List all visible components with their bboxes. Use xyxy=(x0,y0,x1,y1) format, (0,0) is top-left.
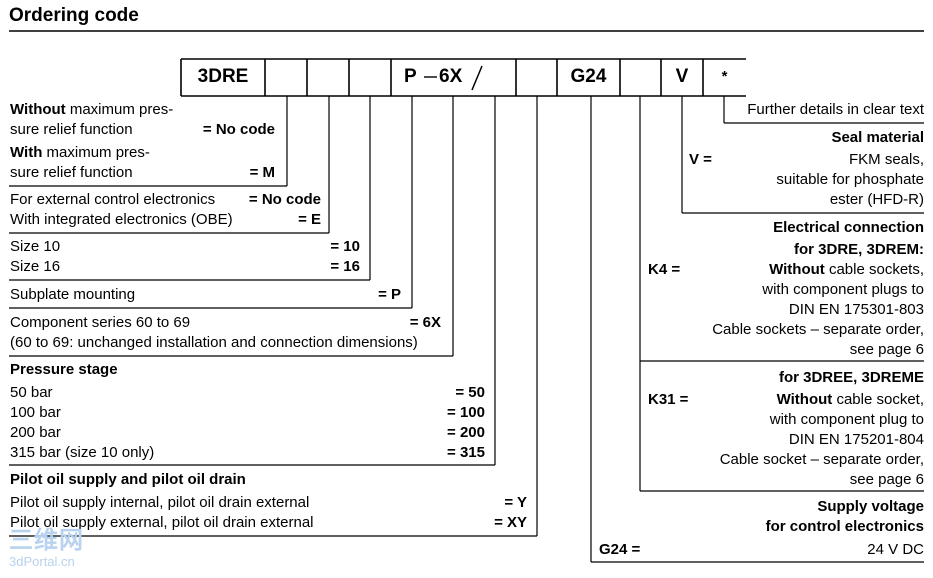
electrical-k4-key: K4 = xyxy=(648,261,681,278)
pressure-100-value: = 100 xyxy=(447,404,485,421)
electrical-k4-line2: with component plugs to xyxy=(762,281,924,298)
pressure-315-label: 315 bar (size 10 only) xyxy=(10,444,155,461)
electrical-k31-line1: Without cable socket, xyxy=(776,391,924,408)
pressure-200-value: = 200 xyxy=(447,424,485,441)
relief-without-value: = No code xyxy=(202,121,275,138)
pilot-xy-value: = XY xyxy=(494,514,527,531)
pressure-50-label: 50 bar xyxy=(10,384,53,401)
pilot-heading: Pilot oil supply and pilot oil drain xyxy=(10,471,246,488)
electrical-k4-line1: Without cable sockets, xyxy=(769,261,924,278)
relief-without-line1: Without maximum pres- xyxy=(10,101,174,118)
electronics-integrated-label: With integrated electronics (OBE) xyxy=(10,211,233,228)
relief-with-line2: sure relief function xyxy=(10,164,133,181)
pilot-xy-label: Pilot oil supply external, pilot oil dra… xyxy=(10,514,314,531)
size-16-value: = 16 xyxy=(330,258,360,275)
code-seal-material: V xyxy=(675,66,689,87)
supply-key: G24 = xyxy=(599,541,641,558)
series-value: = 6X xyxy=(409,314,441,331)
electrical-subheading-3dree: for 3DREE, 3DREME xyxy=(778,369,924,386)
subplate-value: = P xyxy=(378,286,401,303)
electrical-k31-line3: DIN EN 175201-804 xyxy=(788,431,924,448)
electrical-k4-line4: Cable sockets – separate order, xyxy=(712,321,924,338)
seal-line3: ester (HFD-R) xyxy=(829,191,924,208)
electrical-k31-key: K31 = xyxy=(648,391,689,408)
relief-without-line2: sure relief function xyxy=(10,121,133,138)
code-supply-voltage: G24 xyxy=(570,66,607,87)
relief-with-value: = M xyxy=(249,164,275,181)
pressure-50-value: = 50 xyxy=(455,384,485,401)
subplate-label: Subplate mounting xyxy=(10,286,136,303)
electronics-integrated-value: = E xyxy=(298,211,321,228)
size-16-label: Size 16 xyxy=(10,258,61,275)
size-10-label: Size 10 xyxy=(10,238,61,255)
further-details-label: Further details in clear text xyxy=(747,101,924,118)
size-10-value: = 10 xyxy=(330,238,360,255)
electrical-subheading-3dre: for 3DRE, 3DREM: xyxy=(793,241,924,258)
code-further-details: * xyxy=(721,68,728,85)
electronics-external-label: For external control electronics xyxy=(10,191,216,208)
electrical-k4-line3: DIN EN 175301-803 xyxy=(788,301,924,318)
electrical-k31-line2: with component plug to xyxy=(769,411,924,428)
electrical-k31-line5: see page 6 xyxy=(849,471,924,488)
seal-line2: suitable for phosphate xyxy=(776,171,924,188)
electrical-k31-line4: Cable socket – separate order, xyxy=(719,451,924,468)
supply-value: 24 V DC xyxy=(867,541,924,558)
seal-line1: FKM seals, xyxy=(848,151,924,168)
supply-subheading: for control electronics xyxy=(765,518,924,535)
pressure-heading: Pressure stage xyxy=(10,361,118,378)
seal-key: V = xyxy=(689,151,712,168)
electrical-heading: Electrical connection xyxy=(773,219,924,236)
code-series-type: 3DRE xyxy=(197,66,249,87)
page-title: Ordering code xyxy=(9,5,139,26)
pilot-y-value: = Y xyxy=(504,494,527,511)
watermark-logo: 三维网 xyxy=(9,527,84,554)
relief-with-line1: With maximum pres- xyxy=(10,144,150,161)
pilot-y-label: Pilot oil supply internal, pilot oil dra… xyxy=(10,494,310,511)
code-component-series: 6X xyxy=(439,66,463,87)
seal-heading: Seal material xyxy=(831,129,924,146)
series-note: (60 to 69: unchanged installation and co… xyxy=(10,334,418,351)
electronics-external-value: = No code xyxy=(248,191,321,208)
pressure-315-value: = 315 xyxy=(447,444,485,461)
code-subplate: P xyxy=(404,66,417,87)
supply-heading: Supply voltage xyxy=(817,498,924,515)
series-label: Component series 60 to 69 xyxy=(10,314,191,331)
pressure-200-label: 200 bar xyxy=(10,424,61,441)
pressure-100-label: 100 bar xyxy=(10,404,61,421)
watermark-url: 3dPortal.cn xyxy=(9,554,75,569)
electrical-k4-line5: see page 6 xyxy=(849,341,924,358)
